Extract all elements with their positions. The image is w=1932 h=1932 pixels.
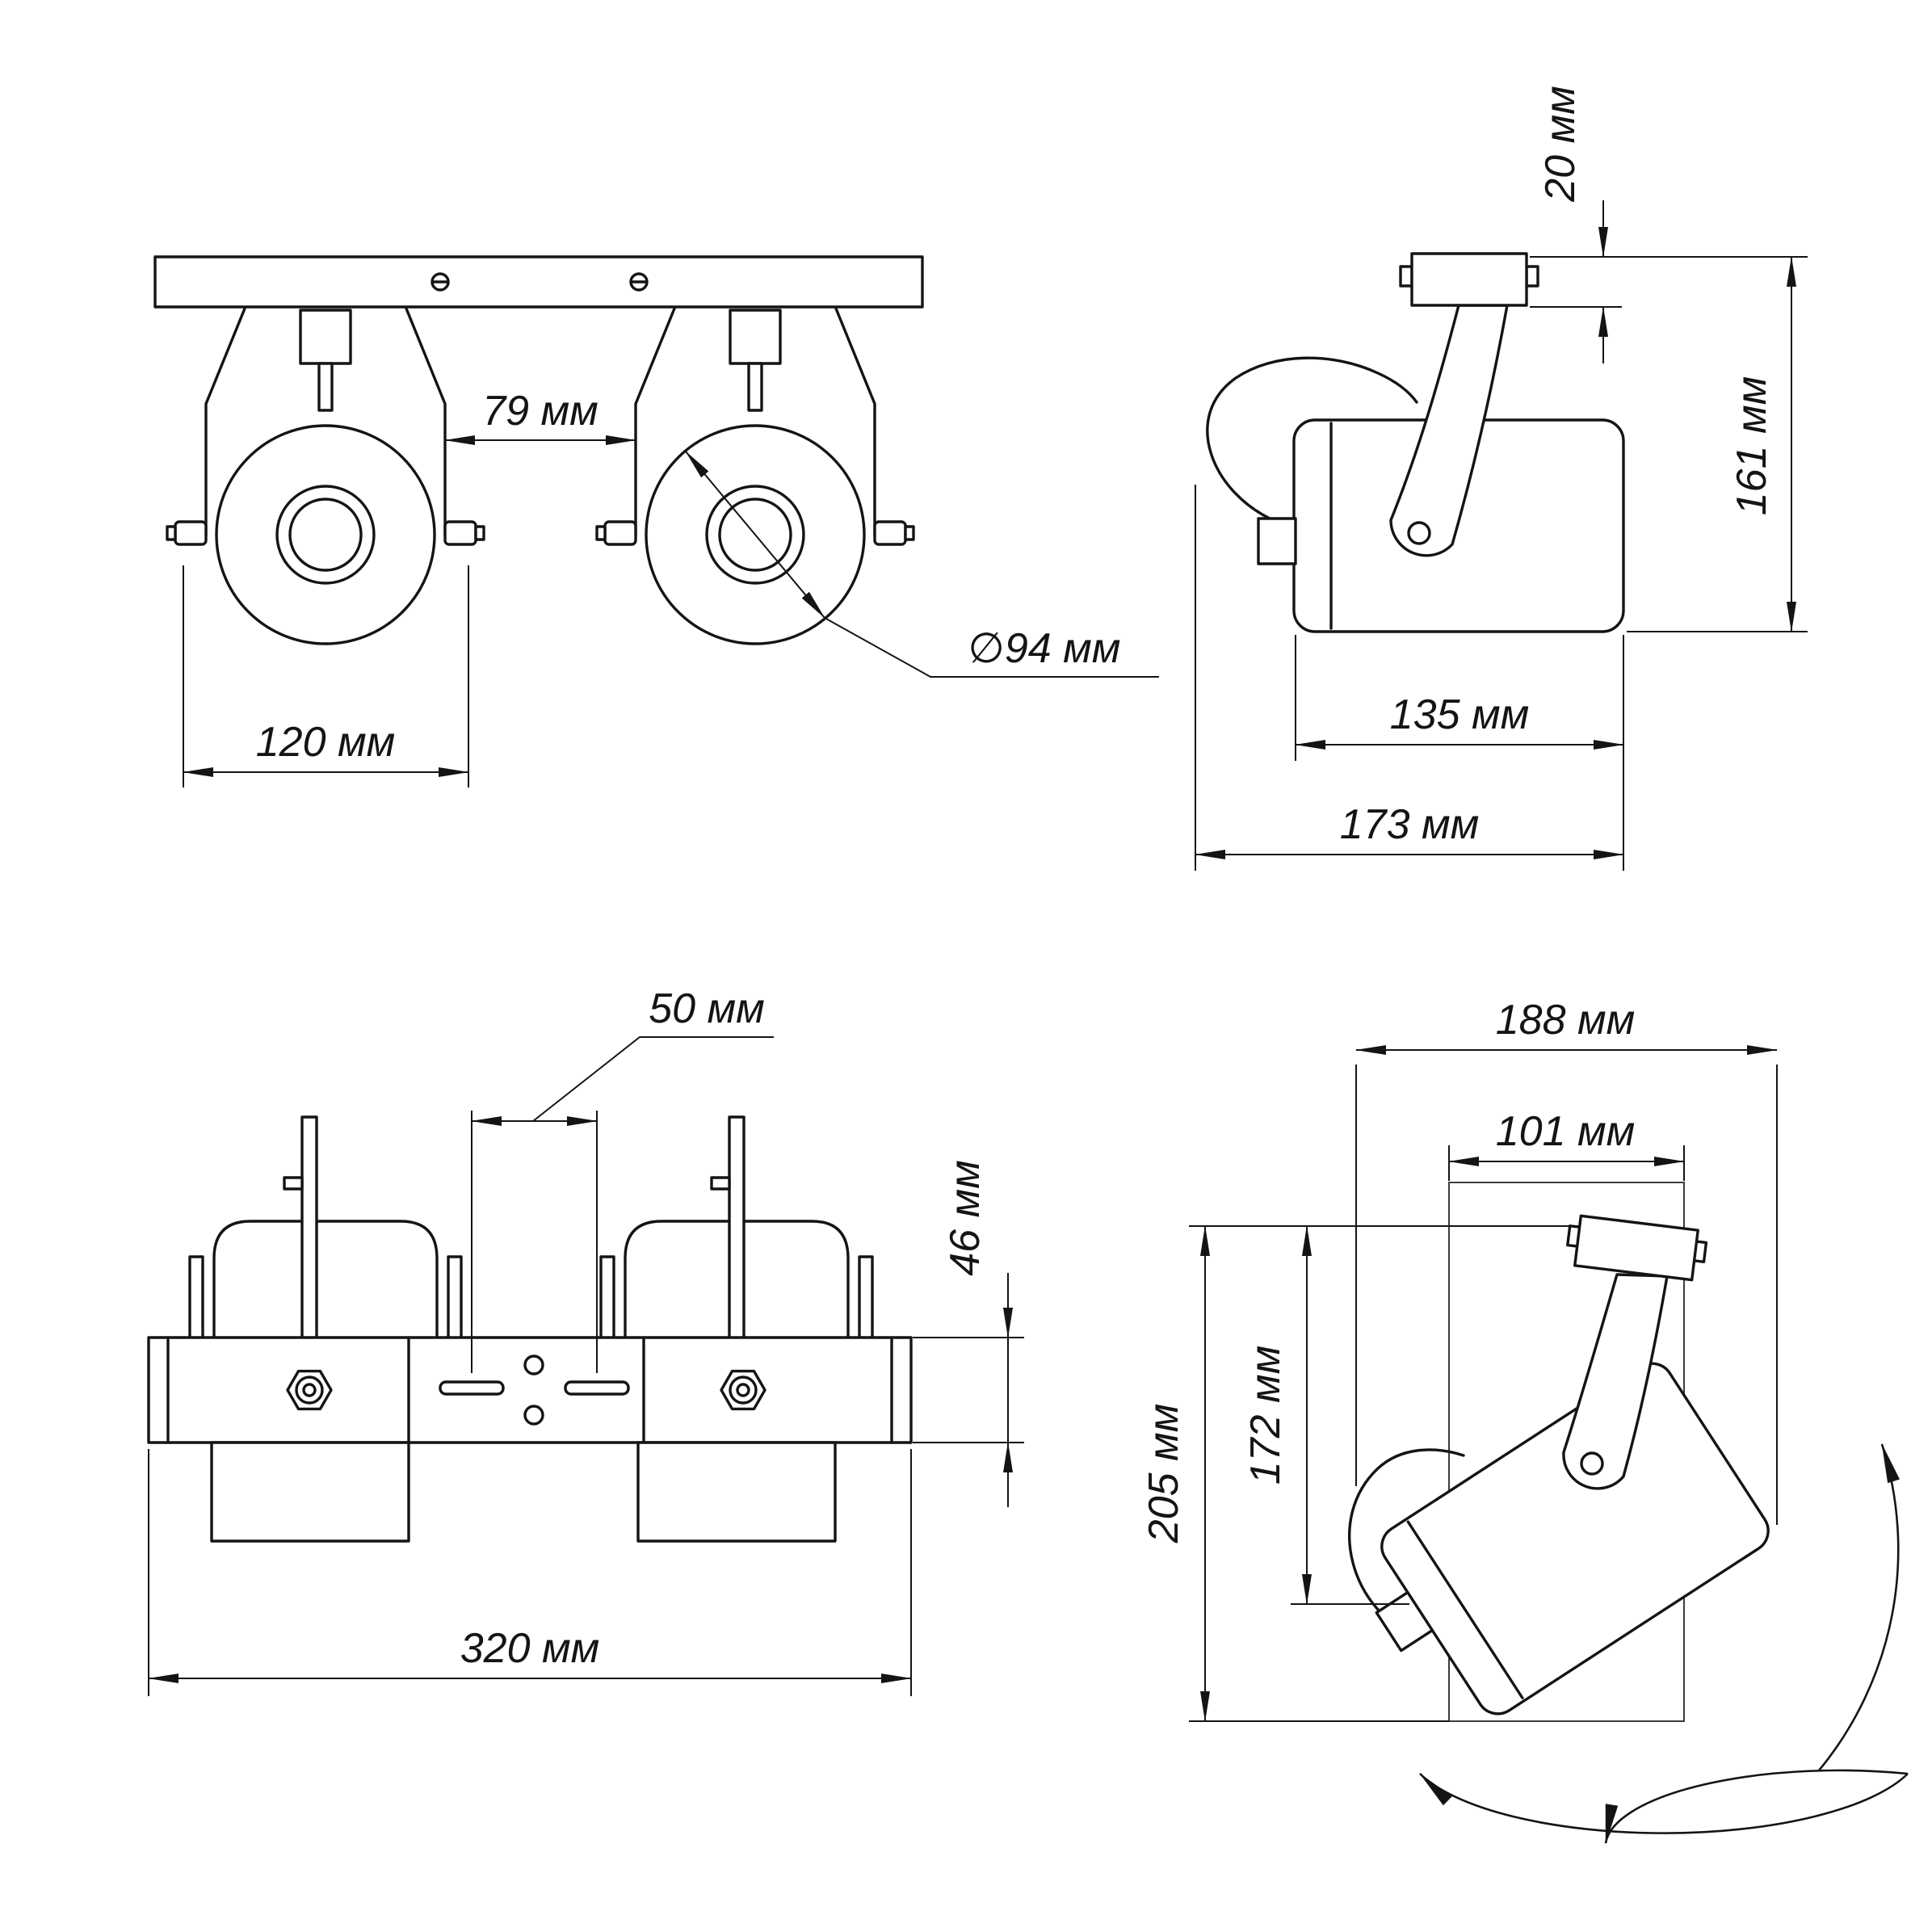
lamp-face-ring xyxy=(275,485,376,585)
swivel-rotation-arrow-return xyxy=(1604,1769,1909,1845)
dim-front-diameter: ∅94 мм xyxy=(968,625,1121,672)
tilted-lamp-body xyxy=(1375,1362,1770,1716)
side-view: 20 мм 161 мм 135 мм 173 мм xyxy=(1195,86,1808,871)
lamp-silhouette xyxy=(212,1220,439,1341)
yoke-plate xyxy=(447,1255,463,1341)
dim-bottom-bar-depth: 46 мм xyxy=(942,1160,989,1276)
cord-connector xyxy=(1257,517,1297,565)
dim-front-width: 120 мм xyxy=(256,719,396,766)
pivot-knob xyxy=(873,520,907,546)
cord-connector xyxy=(1375,1590,1434,1653)
yoke-arm xyxy=(634,307,676,536)
pivot-bolt xyxy=(1407,521,1431,545)
stem-neck xyxy=(747,362,763,412)
yoke-arm-side xyxy=(1389,304,1509,557)
dim-bottom-overall-length: 320 мм xyxy=(460,1625,600,1672)
rotation-view: 188 мм 101 мм 172 мм 205 мм xyxy=(1140,997,1909,1845)
mounting-hole xyxy=(523,1354,544,1376)
tilt-rotation-arrow xyxy=(1817,1443,1900,1771)
yoke-arm xyxy=(834,307,876,536)
yoke-plate xyxy=(858,1255,874,1341)
dim-rotation-projection-width: 101 мм xyxy=(1496,1108,1636,1155)
knob-left xyxy=(286,1369,333,1411)
stem-block xyxy=(299,309,352,365)
dim-rotation-overall-height: 205 мм xyxy=(1140,1404,1187,1544)
stem xyxy=(300,1115,318,1343)
spotlight-left-front xyxy=(166,307,485,645)
lamp-lens xyxy=(288,498,363,572)
pivot-knob xyxy=(443,520,477,546)
power-cord xyxy=(1348,1448,1465,1640)
yoke-arm-tilted xyxy=(1562,1273,1669,1490)
spotlight-right-front xyxy=(595,307,915,645)
stem-block xyxy=(729,309,782,365)
yoke-plate xyxy=(188,1255,204,1341)
mounting-slot xyxy=(564,1380,630,1396)
knob-right xyxy=(720,1369,766,1411)
shade-bottom xyxy=(636,1441,837,1543)
dim-side-overall-length: 173 мм xyxy=(1340,801,1480,848)
dim-bottom-slot-spacing: 50 мм xyxy=(649,985,765,1032)
power-cord xyxy=(1206,356,1418,523)
shade-bottom xyxy=(210,1441,410,1543)
mounting-bar-bottom xyxy=(147,1336,913,1444)
diameter-line xyxy=(685,451,825,619)
lamp-face-outer xyxy=(215,424,436,645)
ceiling-mount xyxy=(1410,252,1528,307)
pivot-bolt xyxy=(1580,1451,1604,1476)
yoke-arm xyxy=(204,307,246,536)
mounting-slot xyxy=(439,1380,505,1396)
swivel-rotation-arrow xyxy=(1419,1773,1909,1834)
stem xyxy=(728,1115,746,1343)
dim-side-overall-height: 161 мм xyxy=(1728,376,1775,516)
dim-rotation-overall-width: 188 мм xyxy=(1496,997,1636,1044)
mounting-bar xyxy=(153,255,924,309)
mounting-hole xyxy=(523,1405,544,1426)
ceiling-mount-tilted xyxy=(1566,1214,1708,1282)
bottom-view: 50 мм 46 мм 320 мм xyxy=(147,985,1024,1696)
dim-side-mount-height: 20 мм xyxy=(1537,86,1584,203)
leader-line xyxy=(532,1036,774,1122)
pivot-knob xyxy=(174,520,208,546)
yoke-plate xyxy=(599,1255,615,1341)
dim-front-gap: 79 мм xyxy=(482,388,598,435)
dim-side-body-length: 135 мм xyxy=(1390,691,1530,738)
yoke-arm xyxy=(405,307,447,536)
front-view: 79 мм ∅94 мм 120 мм xyxy=(153,255,1159,788)
leader-line xyxy=(824,617,1159,678)
dim-rotation-pivot-height: 172 мм xyxy=(1242,1346,1289,1485)
pivot-knob xyxy=(603,520,637,546)
stem-neck xyxy=(317,362,334,412)
